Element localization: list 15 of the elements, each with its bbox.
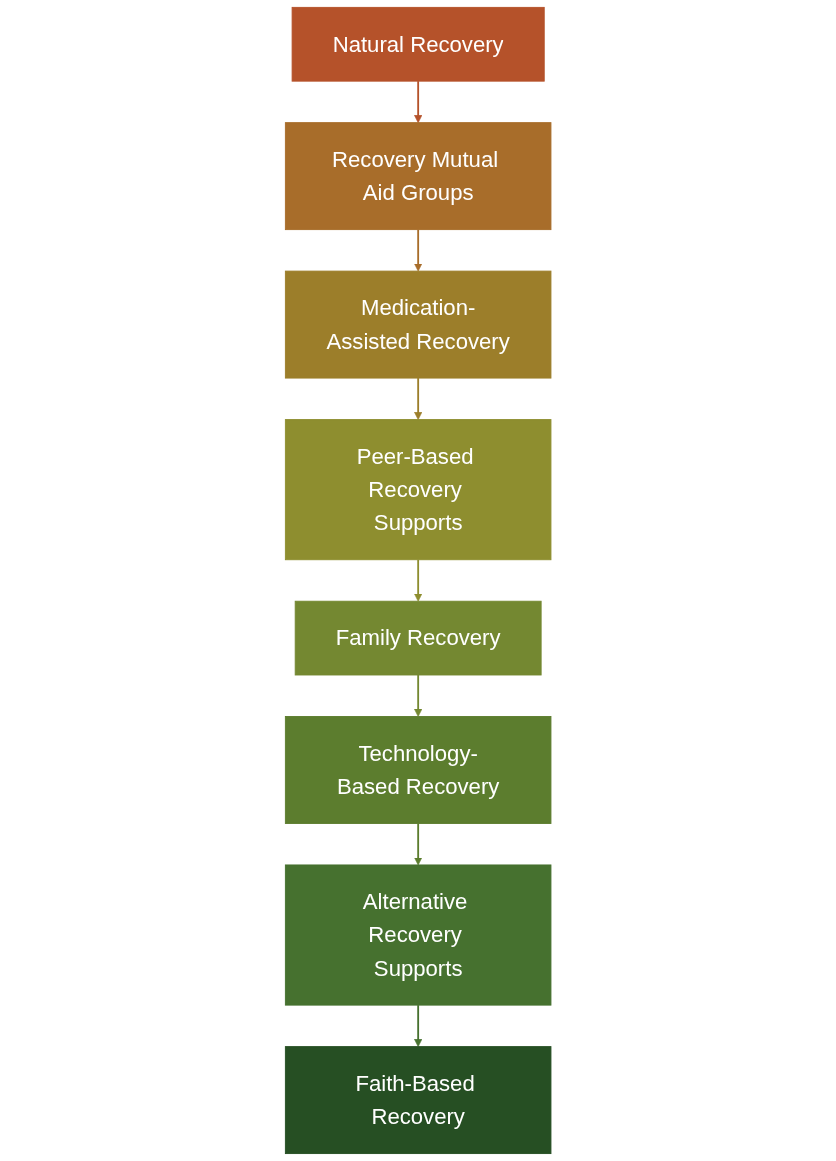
node-box: Family Recovery bbox=[294, 600, 542, 676]
arrow bbox=[413, 674, 423, 717]
arrow bbox=[413, 558, 423, 602]
arrow bbox=[413, 1004, 423, 1047]
node-box: Medication-Assisted Recovery bbox=[284, 270, 552, 379]
node-box: Recovery Mutual Aid Groups bbox=[284, 122, 552, 231]
node-box: Peer-Based Recovery Supports bbox=[284, 419, 552, 561]
node-box: Natural Recovery bbox=[291, 6, 545, 82]
node-box: Technology-Based Recovery bbox=[284, 716, 552, 824]
arrow bbox=[413, 80, 423, 124]
arrow bbox=[413, 822, 423, 866]
node-box: Alternative Recovery Supports bbox=[284, 864, 552, 1006]
arrow bbox=[413, 228, 423, 272]
node-box: Faith-Based Recovery bbox=[284, 1046, 552, 1155]
arrow bbox=[413, 377, 423, 420]
